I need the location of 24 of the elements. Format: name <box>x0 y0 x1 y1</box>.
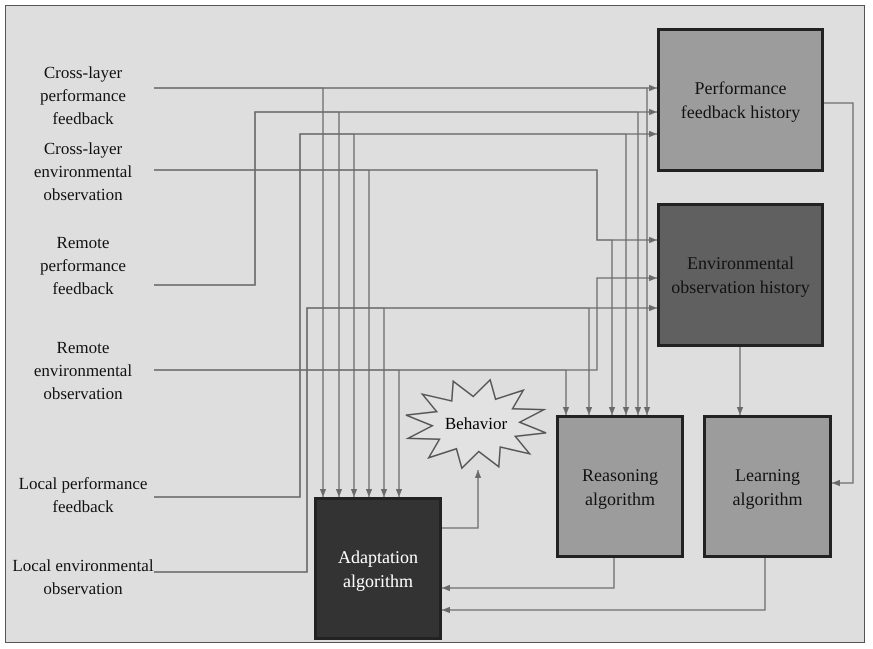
arrow <box>154 169 616 415</box>
node-label: Performance feedback history <box>680 77 802 124</box>
input-label: Cross-layer performance feedback <box>39 62 127 130</box>
process-box <box>657 28 824 172</box>
node-label: Reasoning algorithm <box>581 464 659 510</box>
input-label: Remote performance feedback <box>39 232 127 300</box>
arrow <box>442 558 615 592</box>
process-box <box>703 415 832 558</box>
node-label: Learning algorithm <box>732 464 804 510</box>
arrow <box>154 369 570 415</box>
node-label: Environmental observation history <box>670 252 811 299</box>
input-label: Remote environmental observation <box>32 336 134 404</box>
input-label: Local performance feedback <box>18 473 148 518</box>
process-box <box>657 203 824 347</box>
input-label: Cross-layer environmental observation <box>32 138 134 206</box>
input-label: Local environmental observation <box>12 555 154 600</box>
process-box <box>314 497 442 640</box>
process-box <box>556 415 684 558</box>
node-label: Behavior <box>444 414 508 434</box>
arrow <box>442 558 766 614</box>
arrow <box>442 470 482 529</box>
arrow <box>824 102 854 486</box>
arrow <box>736 347 744 415</box>
node-label: Adaptation algorithm <box>337 546 419 592</box>
